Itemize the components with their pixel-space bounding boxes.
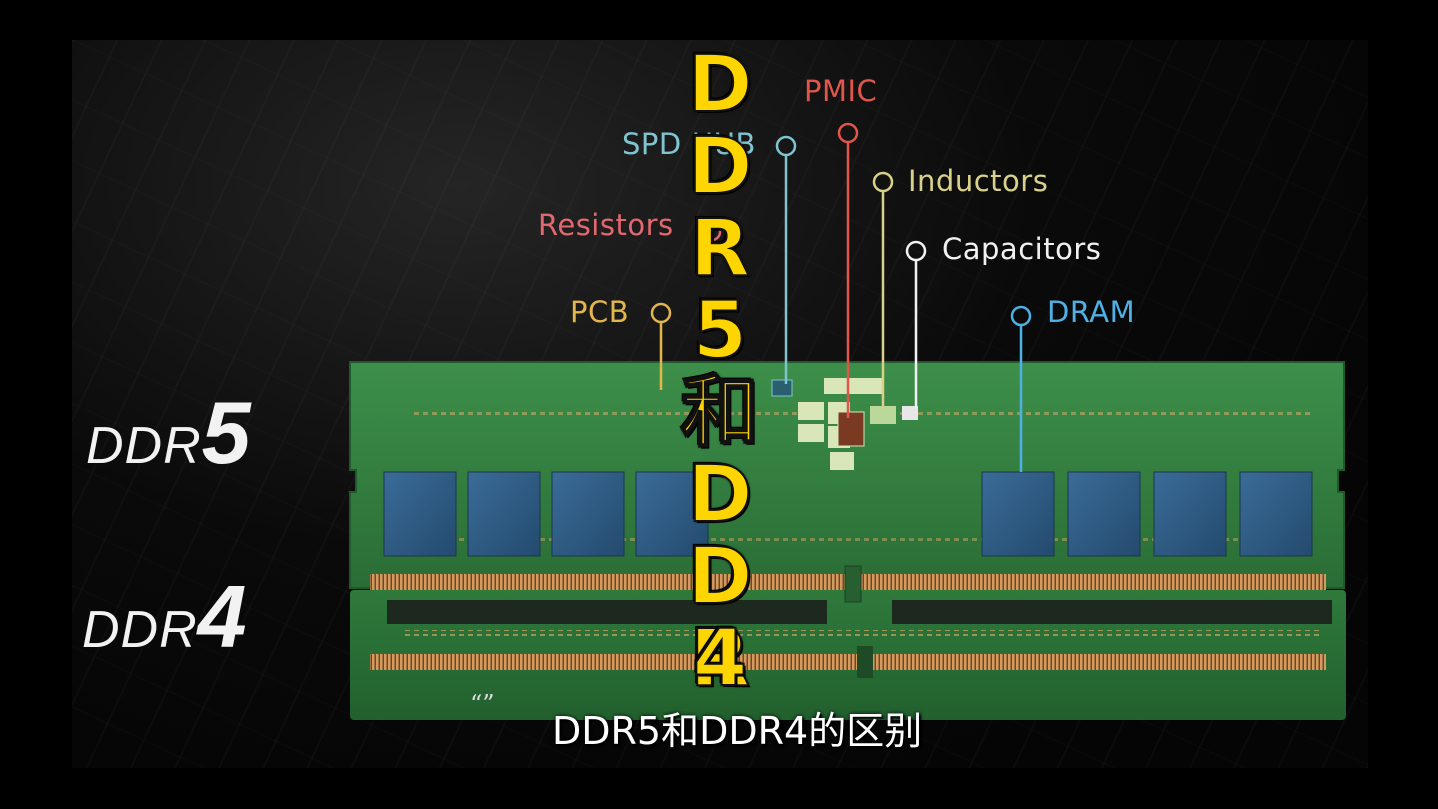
title-char: D xyxy=(687,122,754,212)
title-char: D xyxy=(687,532,754,622)
inductors-label: Inductors xyxy=(908,164,1049,198)
title-char: 和 xyxy=(680,368,760,458)
ddr4-module xyxy=(350,590,1346,720)
pmic-area xyxy=(771,378,918,470)
dram-chips xyxy=(383,471,1313,557)
pmic-label: PMIC xyxy=(804,74,878,108)
ddr4-prefix: DDR xyxy=(82,601,198,659)
ddr5-module xyxy=(349,361,1345,603)
ddr5-prefix: DDR xyxy=(86,417,202,475)
spd-hub-label: SPD HUB xyxy=(622,127,756,161)
photo-frame: PMIC SPD HUB Inductors Resistors Capacit… xyxy=(72,40,1368,768)
quote-mark: “” xyxy=(470,690,495,718)
title-char: R xyxy=(689,204,751,294)
ddr5-number: 5 xyxy=(201,383,251,482)
vertical-title: D D R 5 和 D D R xyxy=(672,40,768,704)
video-subtitle: DDR5和DDR4的区别 xyxy=(552,709,923,753)
title-char: D xyxy=(687,450,754,540)
capacitors-label: Capacitors xyxy=(942,232,1102,266)
leader-lines xyxy=(650,122,1032,472)
memory-modules-illustration xyxy=(349,122,1346,720)
pcb-label: PCB xyxy=(570,295,630,329)
vertical-title-last: 4 xyxy=(672,614,768,704)
title-char: 5 xyxy=(692,286,748,376)
title-char: 4 xyxy=(692,614,748,704)
title-char: D xyxy=(687,40,754,130)
ddr4-heading: DDR4 xyxy=(82,566,247,668)
ddr5-heading: DDR5 xyxy=(86,382,251,484)
resistors-label: Resistors xyxy=(538,208,674,242)
title-char: R xyxy=(689,614,751,704)
dram-label: DRAM xyxy=(1047,295,1136,329)
ddr4-number: 4 xyxy=(197,567,247,666)
